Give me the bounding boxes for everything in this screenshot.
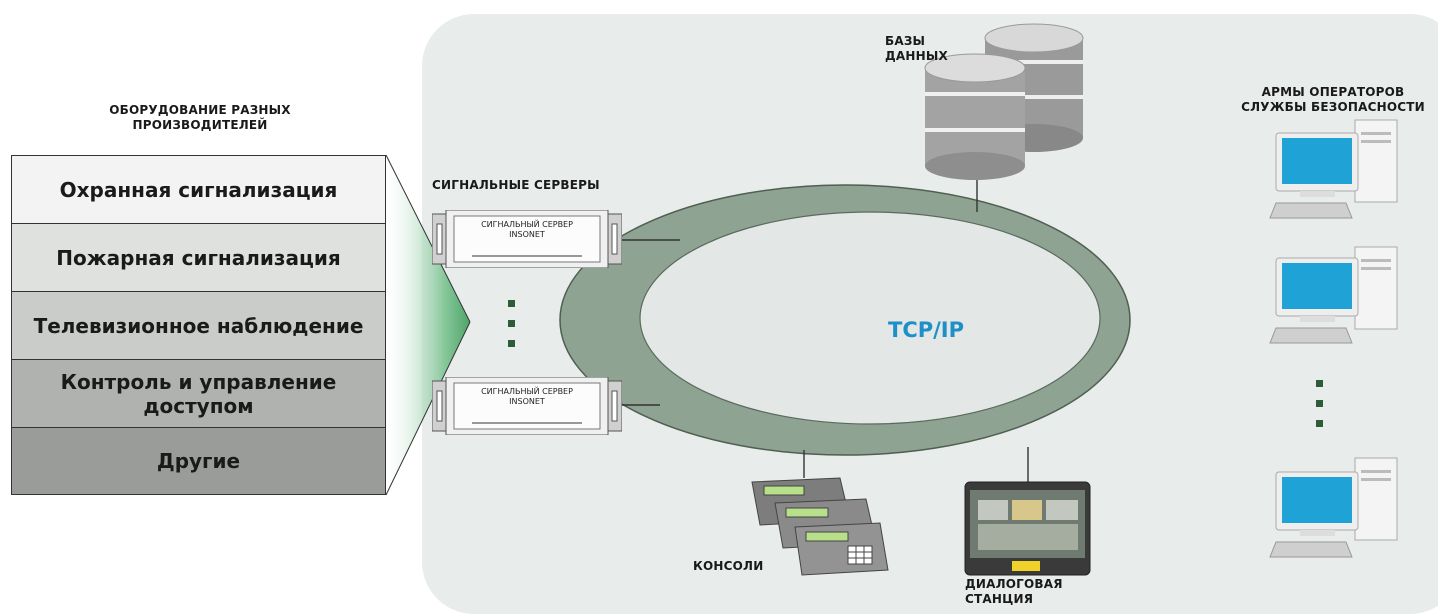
signal-server: СИГНАЛЬНЫЙ СЕРВЕР INSONET [432,377,622,435]
ellipsis-dot [1316,420,1323,427]
ellipsis-dot [508,340,515,347]
dialog-station-caption: ДИАЛОГОВАЯ СТАНЦИЯ [965,577,1063,606]
ellipsis-dot [508,300,515,307]
equipment-caption: ОБОРУДОВАНИЕ РАЗНЫХ ПРОИЗВОДИТЕЛЕЙ [109,103,291,132]
network-diagram [385,23,1398,576]
signal-server: СИГНАЛЬНЫЙ СЕРВЕР INSONET [432,210,622,268]
dialog-station-icon [964,481,1091,576]
category-other: Другие [11,427,386,495]
funnel [386,155,470,495]
workstation-icon [1269,457,1398,558]
workstation-icon [1269,246,1398,344]
console-icon [794,522,889,576]
network-ring-inner [639,211,1101,425]
ellipsis-dot [508,320,515,327]
signal-servers-caption: СИГНАЛЬНЫЕ СЕРВЕРЫ [432,178,600,192]
ellipsis-dot [1316,380,1323,387]
database-icon [924,53,1026,180]
network-label: TCP/IP [888,318,965,342]
category-access-control: Контроль и управление доступом [11,359,386,428]
workstation-icon [1269,119,1398,219]
ellipsis-dot [1316,400,1323,407]
category-video-surveillance: Телевизионное наблюдение [11,291,386,360]
databases-caption: БАЗЫ ДАННЫХ [885,34,948,63]
consoles-caption: КОНСОЛИ [693,559,764,573]
operators-caption: АРМЫ ОПЕРАТОРОВ СЛУЖБЫ БЕЗОПАСНОСТИ [1241,85,1425,114]
